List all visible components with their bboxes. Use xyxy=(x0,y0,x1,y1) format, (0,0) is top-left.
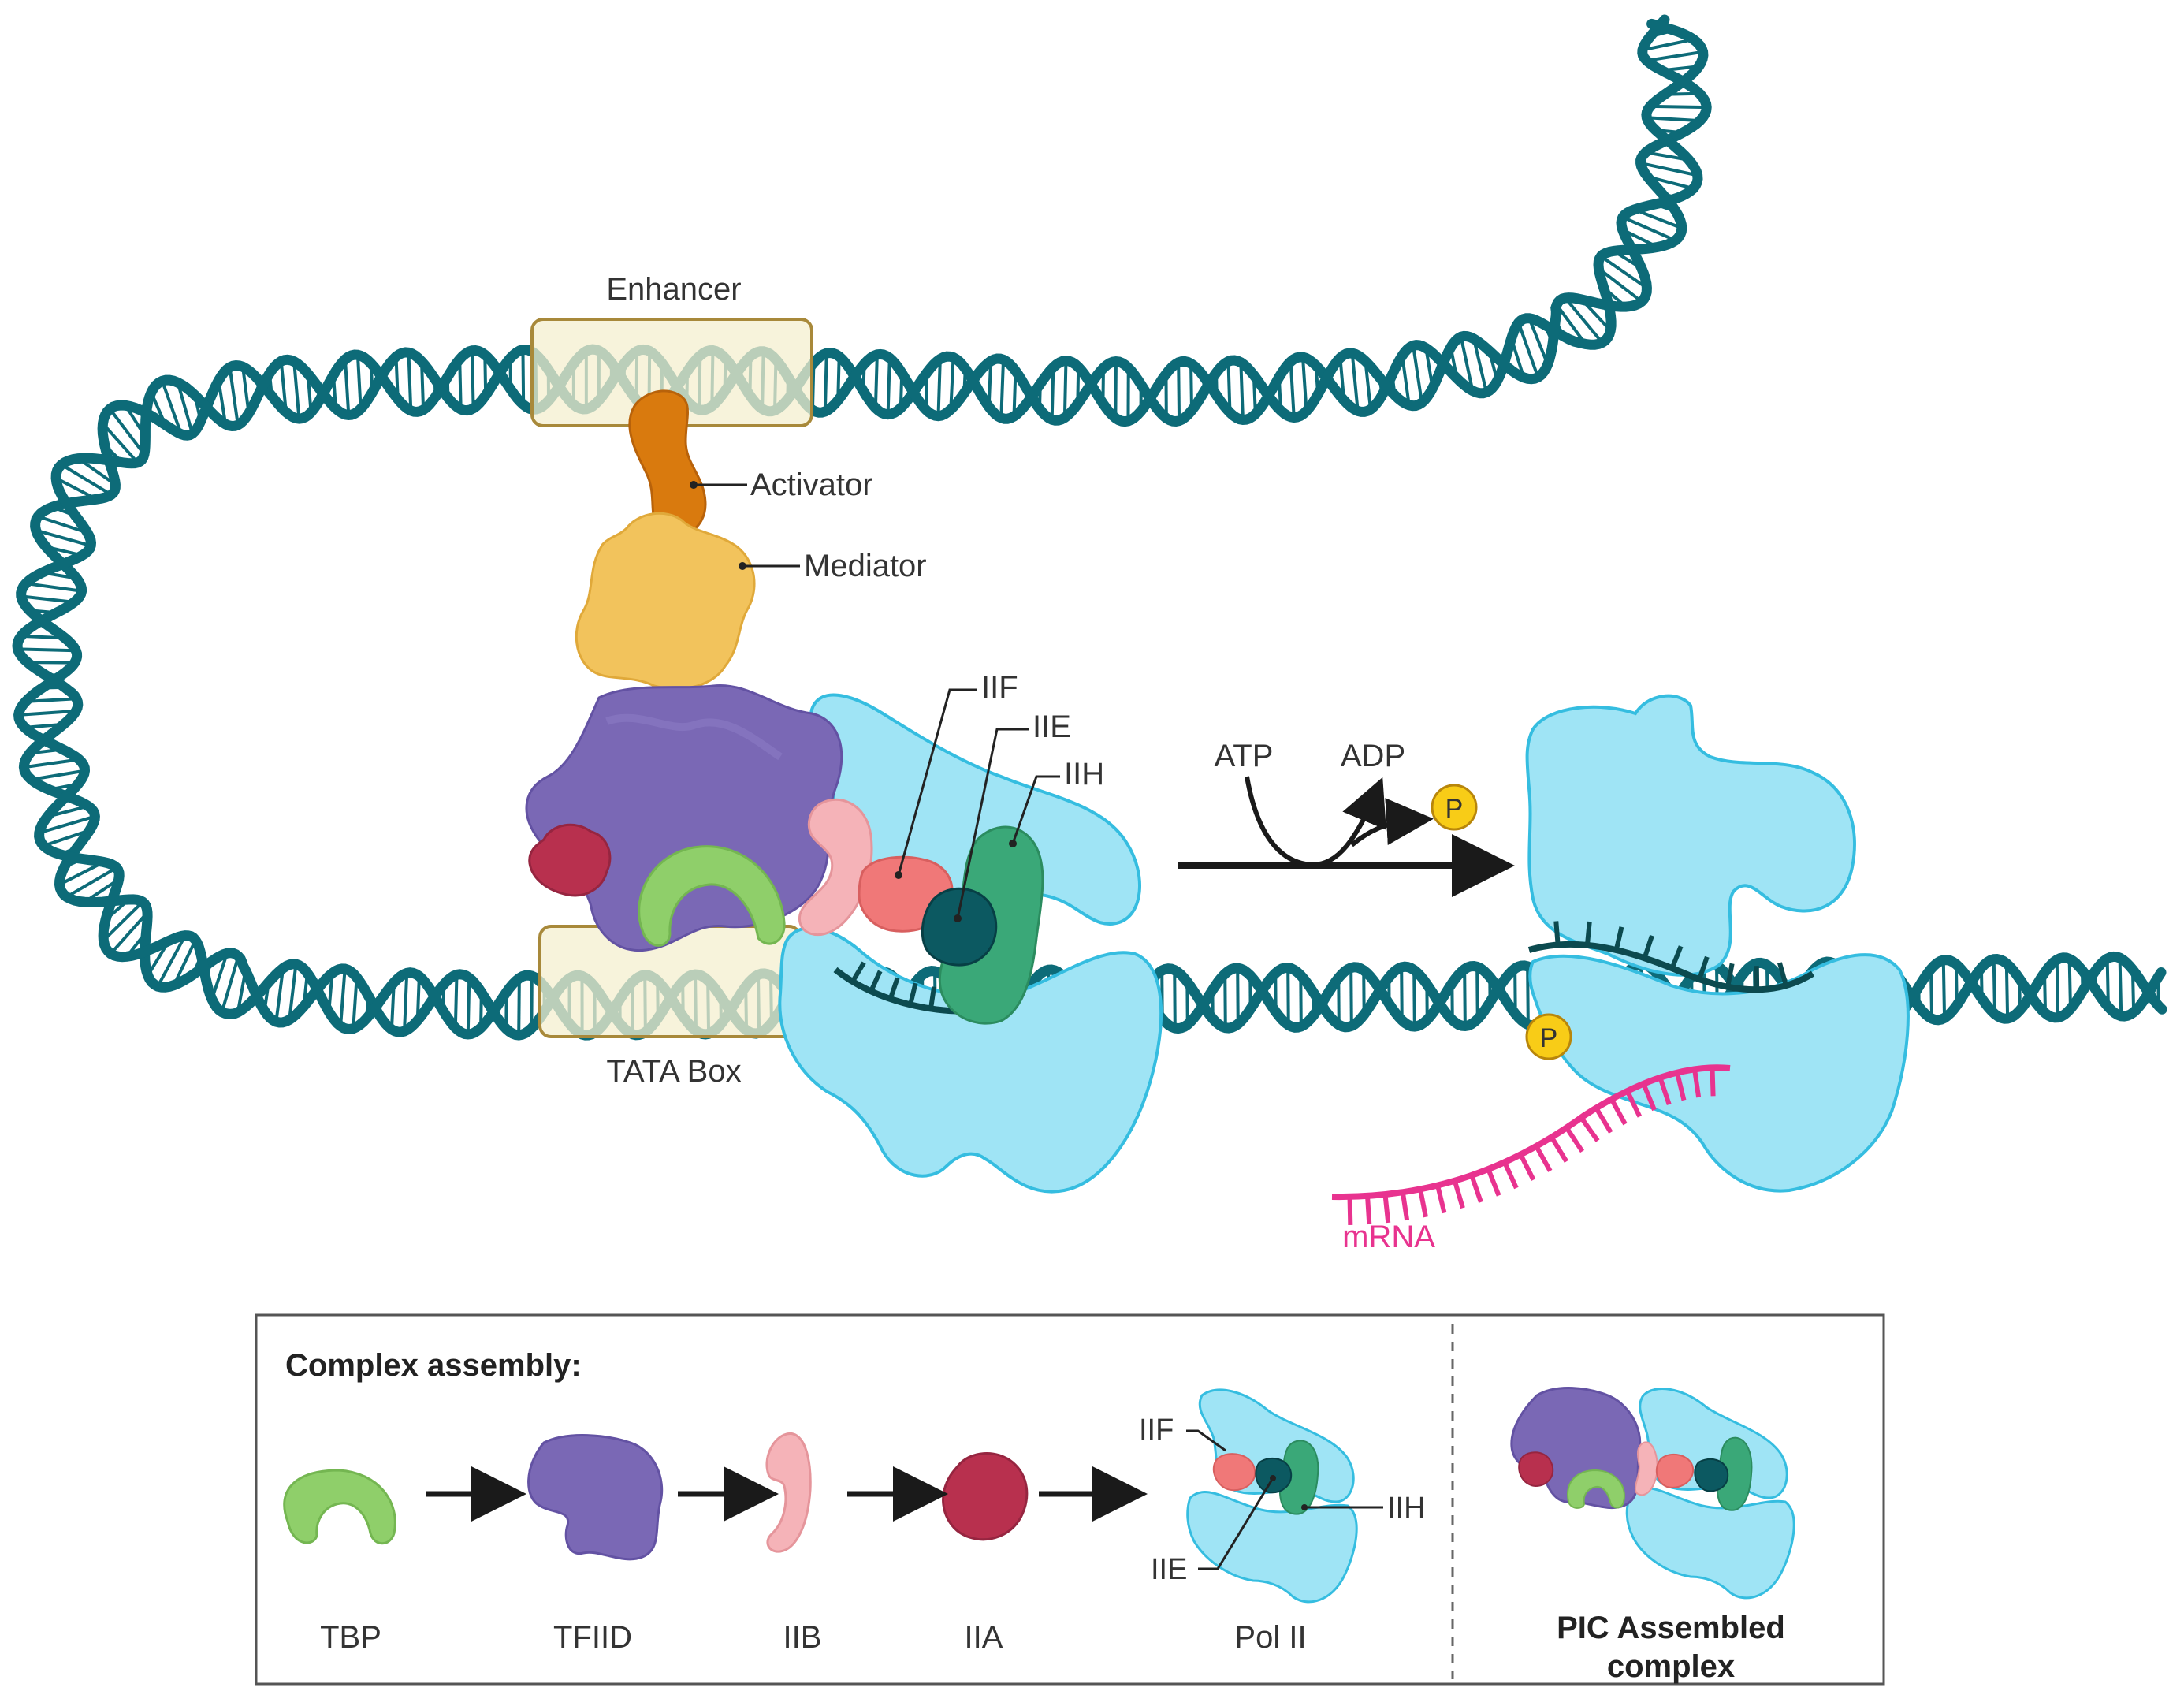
phosphate-icon xyxy=(1431,784,1478,831)
svg-text:P: P xyxy=(1445,794,1464,824)
legend-tfiid-icon xyxy=(527,1434,664,1561)
legend-pol2-icon xyxy=(1186,1388,1358,1604)
legend-pic-icon xyxy=(1510,1387,1795,1600)
tbp-protein xyxy=(638,845,786,947)
mediator-label: Mediator xyxy=(804,549,927,583)
legend-title: Complex assembly: xyxy=(285,1348,582,1383)
atp-label: ATP xyxy=(1215,739,1274,773)
legend-iie-label: IIE xyxy=(1151,1553,1187,1586)
svg-text:P: P xyxy=(1540,1023,1558,1053)
legend-iib-label: IIB xyxy=(783,1620,822,1655)
adp-label: ADP xyxy=(1341,739,1405,773)
mrna-strand xyxy=(1331,1064,1731,1201)
complex-assembly-legend: Complex assembly: IIF IIE IIH TBP xyxy=(255,1313,1885,1686)
iie-protein xyxy=(921,887,998,967)
atp-curve xyxy=(1245,776,1386,868)
activator-protein xyxy=(628,389,707,538)
iie-label: IIE xyxy=(1032,710,1071,744)
mrna-label: mRNA xyxy=(1342,1220,1435,1254)
legend-pic-label-line1: PIC Assembled xyxy=(1557,1611,1785,1645)
tata-box-label: TATA Box xyxy=(606,1054,741,1089)
legend-pol2-label: Pol II xyxy=(1234,1620,1306,1655)
legend-pic-label-line2: complex xyxy=(1607,1649,1735,1684)
iih-label: IIH xyxy=(1064,757,1104,792)
legend-tbp-icon xyxy=(283,1469,396,1545)
iia-protein xyxy=(528,823,612,897)
activator-label: Activator xyxy=(750,467,873,502)
pol2-complex-elongating xyxy=(1525,694,1910,1193)
legend-iif-label: IIF xyxy=(1139,1414,1174,1447)
mediator-protein xyxy=(575,512,756,691)
legend-iia-label: IIA xyxy=(965,1620,1003,1655)
legend-tfiid-label: TFIID xyxy=(553,1620,632,1655)
iif-label: IIF xyxy=(981,670,1018,705)
phosphate-on-pol2-icon xyxy=(1525,1013,1572,1060)
iib-protein xyxy=(798,798,873,937)
legend-tbp-label: TBP xyxy=(320,1620,381,1655)
enhancer-label: Enhancer xyxy=(606,272,741,307)
legend-iih-label: IIH xyxy=(1387,1492,1426,1525)
